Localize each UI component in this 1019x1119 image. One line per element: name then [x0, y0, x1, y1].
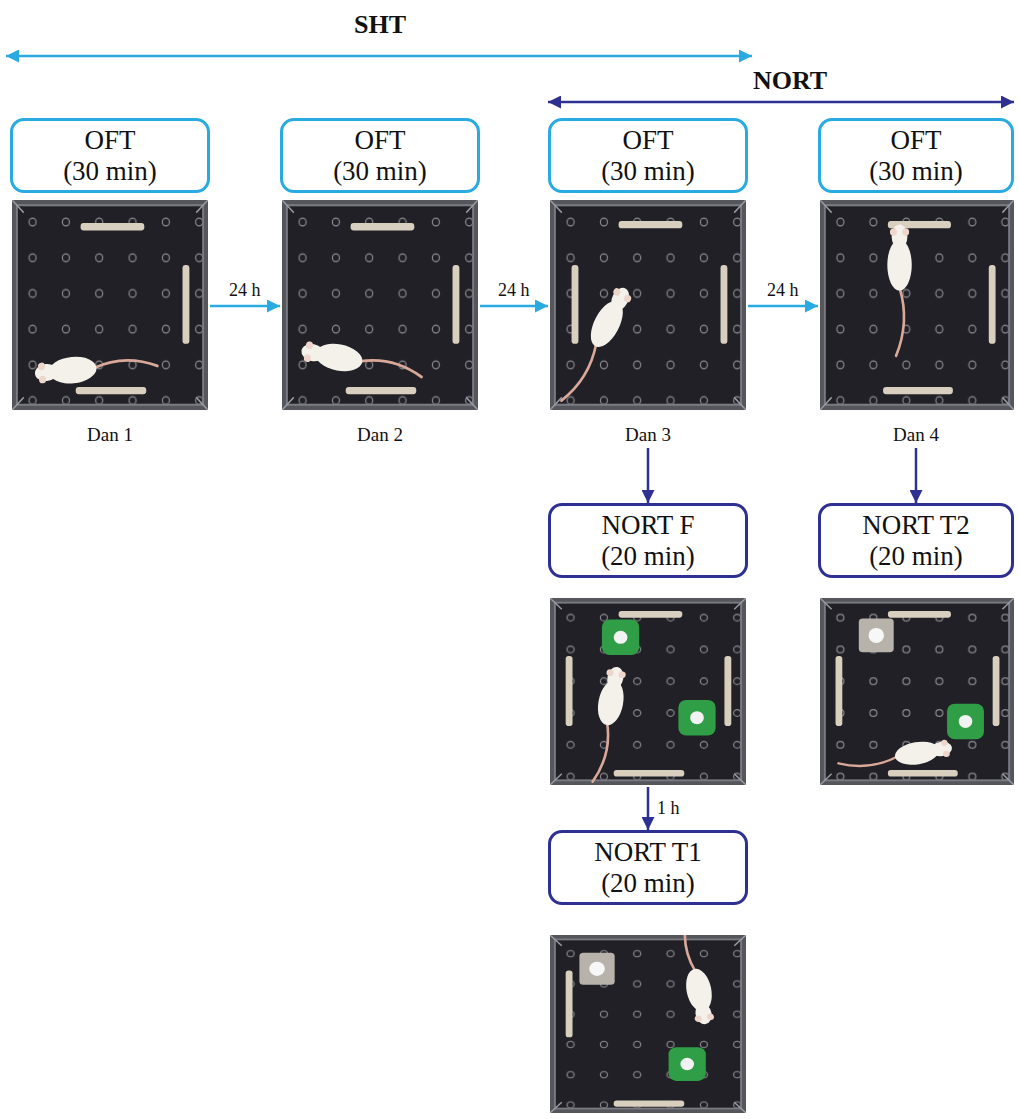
process-box: OFT (30 min) — [280, 118, 480, 193]
box-title: OFT (30 min) — [333, 125, 427, 185]
box-title: NORT F (20 min) — [601, 510, 695, 570]
box-title: OFT (30 min) — [601, 125, 695, 185]
day-label: Dan 4 — [818, 424, 1014, 446]
flow-arrow — [210, 305, 280, 308]
arena-photo — [12, 200, 208, 410]
box-title: NORT T1 (20 min) — [594, 837, 702, 897]
process-box: NORT F (20 min) — [548, 503, 748, 578]
process-box: NORT T2 (20 min) — [818, 503, 1014, 578]
flow-arrow — [647, 787, 650, 830]
stage-node: OFT (30 min) Dan 1 — [10, 118, 210, 448]
flow-arrow — [748, 305, 818, 308]
box-title: OFT (30 min) — [63, 125, 157, 185]
arena-photo — [550, 200, 746, 410]
stage-node: OFT (30 min) Dan 4 — [818, 118, 1014, 448]
process-box: NORT T1 (20 min) — [548, 830, 748, 905]
stage-node: NORT F (20 min) — [548, 503, 748, 787]
sht-span-arrow — [6, 55, 752, 58]
arena-photo — [282, 200, 478, 410]
box-title: NORT T2 (20 min) — [862, 510, 970, 570]
flow-arrow — [647, 448, 650, 503]
flow-arrow — [480, 305, 548, 308]
stage-node: OFT (30 min) Dan 3 — [548, 118, 748, 448]
process-box: OFT (30 min) — [548, 118, 748, 193]
flow-arrow — [915, 448, 918, 503]
day-label: Dan 3 — [548, 424, 748, 446]
phase-label: SHT — [354, 10, 406, 40]
stage-node: NORT T1 (20 min) — [548, 830, 748, 1114]
interval-label: 24 h — [227, 280, 263, 301]
day-label: Dan 1 — [10, 424, 210, 446]
interval-label: 1 h — [655, 798, 682, 819]
interval-label: 24 h — [765, 280, 801, 301]
process-box: OFT (30 min) — [818, 118, 1014, 193]
arena-photo — [820, 598, 1014, 785]
box-title: OFT (30 min) — [869, 125, 963, 185]
process-box: OFT (30 min) — [10, 118, 210, 193]
arena-photo — [550, 598, 746, 785]
arena-photo — [820, 200, 1014, 410]
stage-node: NORT T2 (20 min) — [818, 503, 1014, 787]
arena-photo — [550, 935, 746, 1113]
nort-span-arrow — [548, 101, 1014, 104]
stage-node: OFT (30 min) Dan 2 — [280, 118, 480, 448]
day-label: Dan 2 — [280, 424, 480, 446]
interval-label: 24 h — [496, 280, 532, 301]
phase-label: NORT — [753, 66, 827, 96]
